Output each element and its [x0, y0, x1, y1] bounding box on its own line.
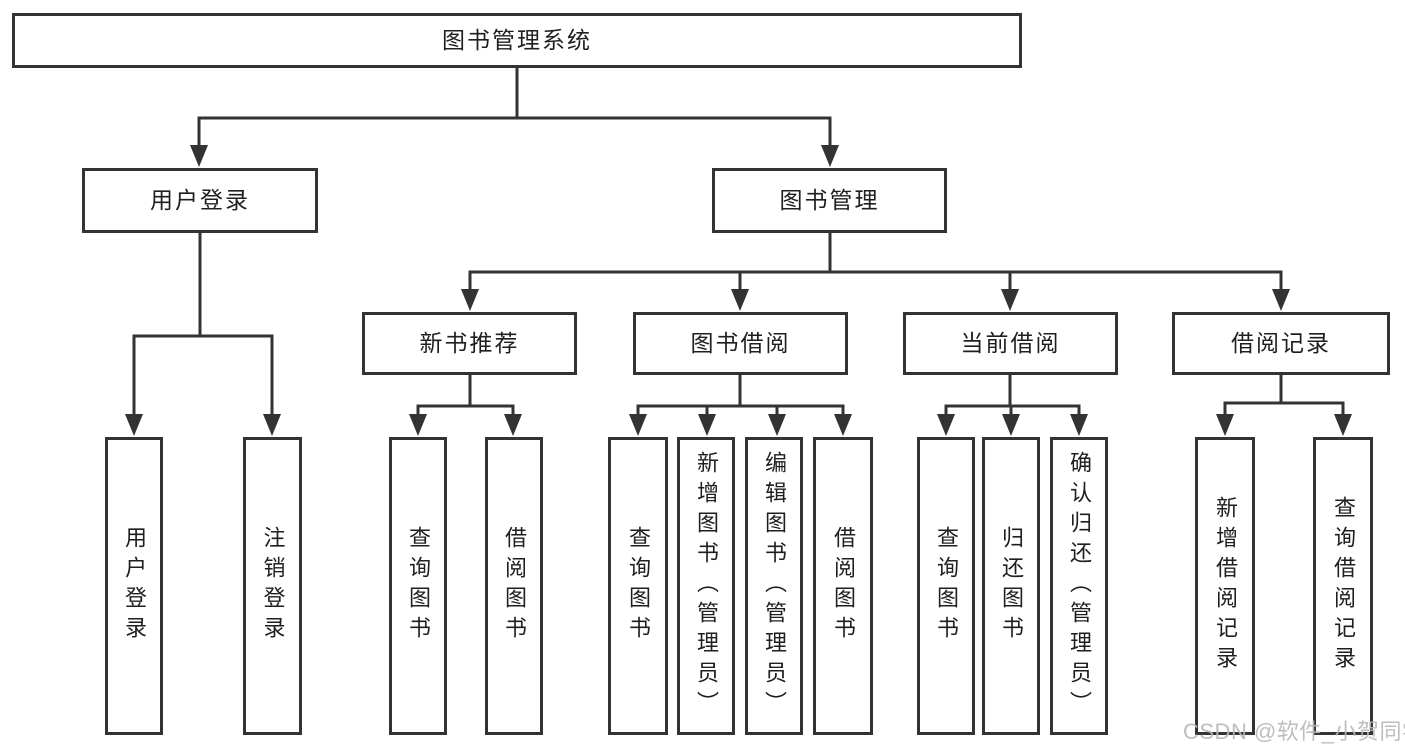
leaf-confirm-return-admin-label: 确认归还（管理员）	[1067, 451, 1092, 721]
leaf-borrow-book: 借阅图书	[813, 437, 873, 735]
leaf-borrow-query-book-label: 查询图书	[626, 526, 651, 646]
leaf-add-borrow-record: 新增借阅记录	[1195, 437, 1255, 735]
node-borrow-records: 借阅记录	[1172, 312, 1390, 375]
leaf-confirm-return-admin: 确认归还（管理员）	[1050, 437, 1108, 735]
node-root-system: 图书管理系统	[12, 13, 1022, 68]
leaf-user-login: 用户登录	[105, 437, 163, 735]
node-new-book-recommend: 新书推荐	[362, 312, 577, 375]
leaf-recommend-query-book: 查询图书	[389, 437, 447, 735]
leaf-current-query-book-label: 查询图书	[934, 526, 959, 646]
leaf-recommend-borrow-book-label: 借阅图书	[502, 526, 527, 646]
leaf-edit-book-admin-label: 编辑图书（管理员）	[762, 451, 787, 721]
leaf-query-borrow-record-label: 查询借阅记录	[1331, 496, 1356, 676]
node-root-label: 图书管理系统	[442, 26, 592, 53]
node-book-borrow: 图书借阅	[633, 312, 848, 375]
leaf-add-book-admin: 新增图书（管理员）	[677, 437, 735, 735]
leaf-borrow-query-book: 查询图书	[608, 437, 668, 735]
leaf-add-book-admin-label: 新增图书（管理员）	[694, 451, 719, 721]
leaf-return-book: 归还图书	[982, 437, 1040, 735]
leaf-current-query-book: 查询图书	[917, 437, 975, 735]
leaf-add-borrow-record-label: 新增借阅记录	[1213, 496, 1238, 676]
leaf-recommend-query-book-label: 查询图书	[406, 526, 431, 646]
leaf-logout-label: 注销登录	[260, 526, 286, 646]
node-current-borrow: 当前借阅	[903, 312, 1118, 375]
leaf-query-borrow-record: 查询借阅记录	[1313, 437, 1373, 735]
node-user-login-label: 用户登录	[150, 186, 250, 213]
csdn-watermark: CSDN @软件_小贺同学	[1183, 719, 1405, 744]
node-new-book-recommend-label: 新书推荐	[419, 329, 520, 356]
leaf-logout: 注销登录	[243, 437, 302, 735]
node-book-management-label: 图书管理	[779, 186, 880, 213]
node-user-login: 用户登录	[82, 168, 318, 233]
node-borrow-records-label: 借阅记录	[1231, 329, 1331, 356]
arrowheads	[125, 145, 1352, 436]
node-current-borrow-label: 当前借阅	[960, 329, 1061, 356]
leaf-return-book-label: 归还图书	[999, 526, 1024, 646]
leaf-borrow-book-label: 借阅图书	[831, 526, 856, 646]
leaf-edit-book-admin: 编辑图书（管理员）	[745, 437, 803, 735]
node-book-management: 图书管理	[712, 168, 947, 233]
leaf-user-login-label: 用户登录	[122, 526, 147, 646]
leaf-recommend-borrow-book: 借阅图书	[485, 437, 543, 735]
node-book-borrow-label: 图书借阅	[690, 329, 791, 356]
